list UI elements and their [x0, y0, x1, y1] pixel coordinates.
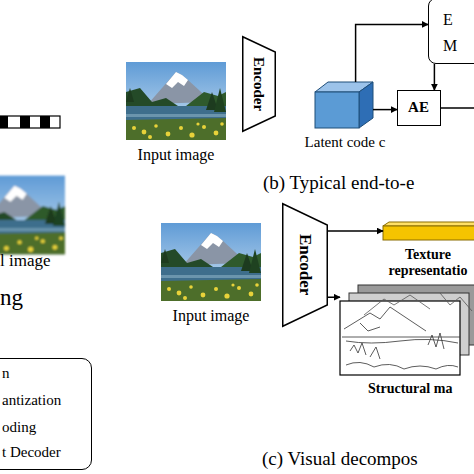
image-label: Input image	[147, 307, 275, 325]
structural-map-stack	[340, 285, 474, 377]
texture-label: Texture representatio	[379, 247, 474, 279]
encoder-b: Encoder	[242, 36, 276, 132]
landscape-photo	[161, 223, 261, 301]
latent-label: Latent code c	[293, 134, 397, 151]
flow-arrow	[328, 296, 340, 298]
flow-arrow	[373, 109, 397, 111]
input-image-b: Input image	[122, 62, 230, 166]
abbreviation-text: antization	[2, 392, 61, 409]
input-image-c: Input image	[157, 223, 265, 327]
abbreviation-text: t Decoder	[2, 444, 61, 461]
landscape-image	[161, 223, 261, 301]
output-wire	[441, 107, 474, 109]
image-label: Input image	[112, 146, 240, 164]
structural-map: Structural ma	[340, 285, 474, 400]
latent-cuboid	[315, 82, 373, 128]
encoder-c: Encoder	[282, 203, 328, 327]
latent-code: Latent code c	[315, 82, 375, 150]
encoder-label: Encoder	[242, 36, 276, 132]
encoder-label: Encoder	[282, 203, 328, 327]
encoder-outline	[283, 204, 328, 327]
ae-box: AE	[397, 90, 441, 126]
texture-bar	[383, 222, 474, 240]
landscape-image	[126, 62, 226, 140]
figure-caption: (b) Typical end-to-e	[263, 172, 414, 194]
decoded-image	[0, 176, 65, 255]
encoder-outline	[243, 37, 276, 132]
map-sketch-back	[364, 293, 472, 315]
cropped-label: l image	[0, 251, 51, 271]
landscape-photo	[126, 62, 226, 140]
cuboid-front	[315, 92, 359, 128]
abbreviation-text: oding	[2, 419, 36, 436]
barcode-strip	[0, 116, 8, 128]
cuboid-side	[359, 82, 373, 128]
abbreviation-box: n antization oding t Decoder	[0, 358, 92, 470]
barcode-strip	[20, 116, 30, 128]
bar-front	[383, 226, 474, 240]
texture-representation: Texture representatio	[383, 222, 474, 282]
box-label: E M	[443, 7, 457, 59]
abbreviation-text: n	[2, 365, 10, 382]
map-front	[340, 301, 460, 375]
map-sketch	[342, 307, 460, 369]
barcode-strip	[0, 116, 60, 128]
flow-arrow	[356, 24, 428, 82]
cropped-caption: ng	[0, 285, 23, 311]
structural-label: Structural ma	[368, 381, 474, 397]
barcode-strip	[40, 116, 50, 128]
bar-top	[383, 222, 474, 226]
box-label: AE	[398, 91, 439, 124]
figure-caption: (c) Visual decompos	[262, 448, 418, 470]
entropy-model-box: E M	[428, 0, 474, 64]
barcode-strip	[0, 116, 60, 128]
flow-arrow	[328, 230, 383, 232]
flow-arrow	[434, 64, 436, 90]
